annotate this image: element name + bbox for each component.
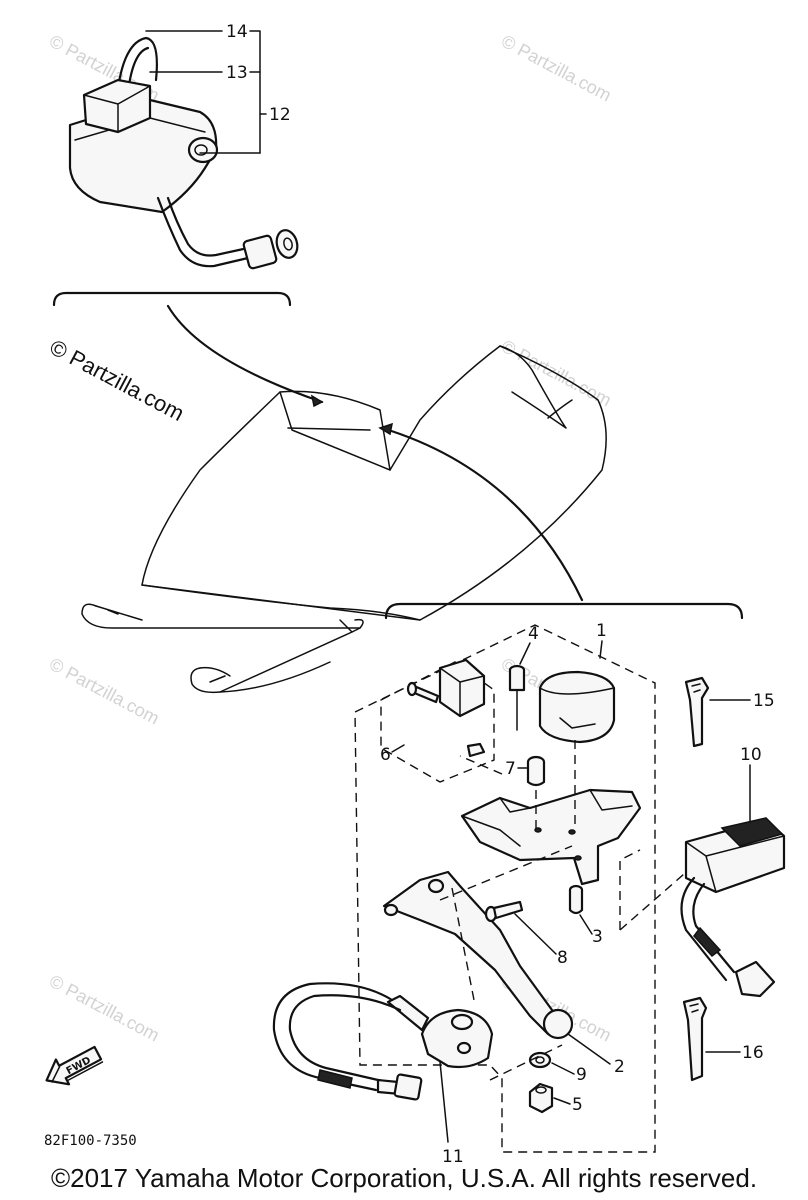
switch-assembly-inset [68, 36, 299, 270]
cover-cap [538, 670, 616, 744]
callout-16: 16 [742, 1043, 764, 1063]
part-5-nut [528, 1082, 554, 1114]
copyright-notice: ©2017 Yamaha Motor Corporation, U.S.A. A… [50, 1163, 758, 1193]
part-9-washer [528, 1051, 552, 1069]
part-10-module [680, 817, 786, 998]
callout-10: 10 [740, 745, 762, 765]
watermark-text: © Partzilla.com [498, 31, 614, 106]
callout-1: 1 [596, 621, 607, 641]
holder-bracket [460, 788, 642, 886]
part-3-bolt [568, 884, 584, 915]
part-15-cable-tie [684, 676, 710, 748]
callout-9: 9 [576, 1065, 587, 1085]
callout-3: 3 [592, 927, 603, 947]
callout-7: 7 [505, 759, 516, 779]
watermark-text: © Partzilla.com [46, 654, 162, 729]
diagram-part-number: 82F100-7350 [44, 1133, 137, 1149]
inset-bracket [52, 291, 292, 307]
inset-callouts: 14 13 12 [145, 22, 291, 154]
part-11-switch [272, 982, 494, 1101]
watermark-text-dark: © Partzilla.com [46, 334, 189, 426]
part-6-guard [406, 658, 486, 758]
location-arrows [166, 304, 584, 602]
callout-11: 11 [442, 1147, 464, 1167]
callout-6: 6 [380, 745, 391, 765]
fwd-arrow: FWD [45, 1045, 104, 1086]
part-4-bolt [508, 664, 526, 731]
part-2-lever [382, 870, 574, 1040]
leader-lines [439, 740, 685, 1081]
subassembly-6-boundary [380, 661, 495, 783]
part-7-collar [526, 755, 546, 787]
lower-callouts: 1 4 15 10 6 7 3 8 2 16 9 5 11 [380, 621, 775, 1167]
callout-14: 14 [226, 22, 248, 42]
callout-2: 2 [614, 1057, 625, 1077]
callout-13: 13 [226, 63, 248, 83]
part-8-screw [484, 900, 524, 923]
assembly-boundary [354, 624, 656, 1153]
watermark-text: © Partzilla.com [46, 971, 162, 1046]
callout-15: 15 [753, 691, 775, 711]
callout-4: 4 [528, 624, 539, 644]
callout-12: 12 [269, 105, 291, 125]
callout-8: 8 [557, 948, 568, 968]
part-16-cable-tie [682, 996, 708, 1082]
lower-bracket [384, 602, 744, 620]
callout-5: 5 [572, 1095, 583, 1115]
